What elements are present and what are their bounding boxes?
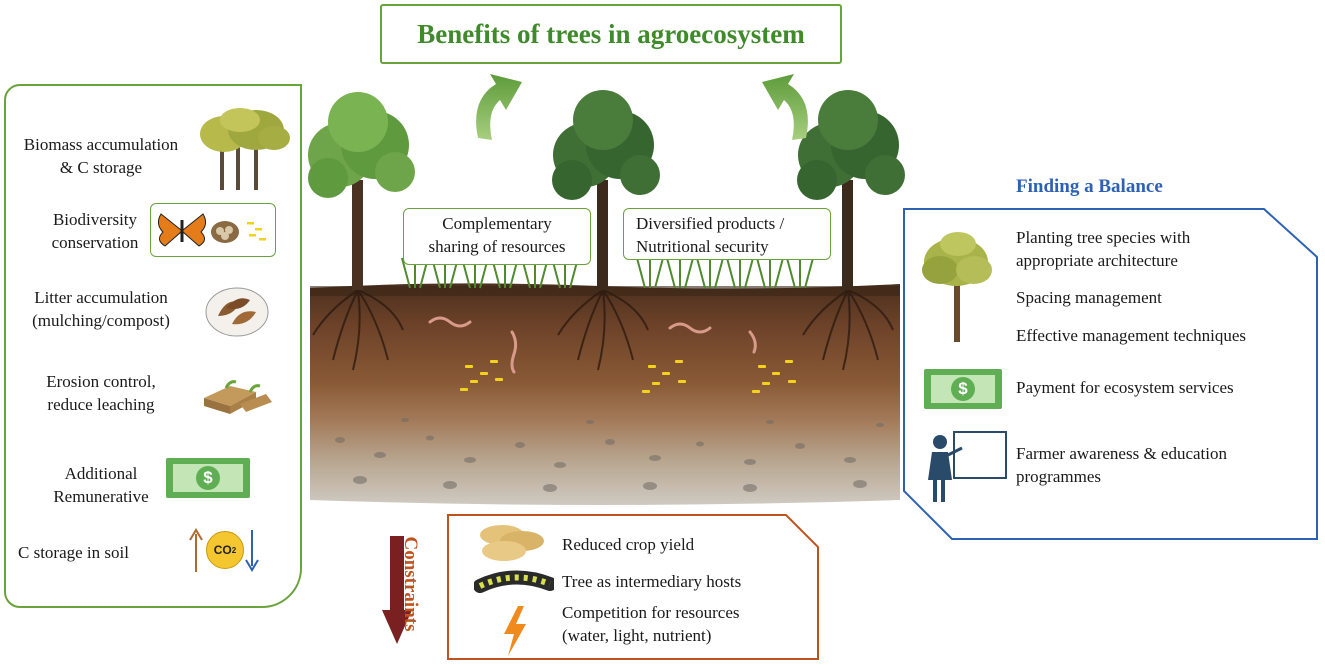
benefit-biomass: Biomass accumulation & C storage bbox=[8, 133, 194, 179]
benefit-line: Additional bbox=[64, 464, 138, 483]
agroforestry-scene bbox=[308, 74, 905, 505]
tree-left bbox=[308, 92, 415, 290]
balance-line: Spacing management bbox=[1016, 288, 1162, 307]
tree-icon bbox=[922, 232, 992, 342]
money-icon: $ bbox=[166, 458, 250, 498]
complementary-sharing-box: Complementary sharing of resources bbox=[403, 208, 591, 265]
constraint-item-yield: Reduced crop yield bbox=[562, 533, 802, 556]
money-symbol: $ bbox=[951, 377, 975, 401]
leaf-litter-icon bbox=[205, 287, 269, 337]
balance-line: Effective management techniques bbox=[1016, 326, 1247, 345]
balance-item-planting: Planting tree species with appropriate a… bbox=[1016, 226, 1306, 272]
constraints-title-wrap: Constraints bbox=[398, 515, 422, 655]
benefit-erosion: Erosion control, reduce leaching bbox=[8, 370, 194, 416]
earthworms bbox=[428, 316, 757, 374]
box-line: Diversified products / bbox=[636, 214, 785, 233]
benefit-line: Biomass accumulation bbox=[23, 135, 179, 154]
constraint-line: Tree as intermediary hosts bbox=[562, 572, 742, 591]
grain-icon bbox=[480, 525, 544, 561]
arrow-up-icon bbox=[189, 528, 203, 572]
benefit-remunerative: Additional Remunerative bbox=[8, 462, 194, 508]
benefit-arrow-right bbox=[762, 74, 808, 140]
benefit-line: C storage in soil bbox=[18, 543, 129, 562]
crop-grass bbox=[401, 254, 814, 289]
tree-right bbox=[797, 90, 905, 290]
benefit-line: conservation bbox=[51, 233, 139, 252]
benefit-line: (mulching/compost) bbox=[32, 311, 170, 330]
balance-line: programmes bbox=[1016, 467, 1101, 486]
money-symbol: $ bbox=[196, 466, 220, 490]
benefit-line: Biodiversity bbox=[52, 210, 138, 229]
teacher-icon bbox=[928, 431, 1007, 502]
benefits-panel bbox=[4, 84, 302, 608]
balance-item-management: Effective management techniques bbox=[1016, 324, 1316, 347]
benefit-soil-carbon: C storage in soil bbox=[18, 541, 188, 564]
benefit-litter: Litter accumulation (mulching/compost) bbox=[8, 286, 194, 332]
benefit-line: Erosion control, bbox=[46, 372, 156, 391]
butterfly-nest-icon bbox=[157, 213, 266, 247]
tree-center bbox=[552, 90, 660, 290]
diversified-products-box: Diversified products / Nutritional secur… bbox=[623, 208, 831, 260]
balance-title: Finding a Balance bbox=[1016, 176, 1163, 197]
title-box: Benefits of trees in agroecosystem bbox=[380, 4, 842, 64]
benefit-line: Remunerative bbox=[53, 487, 149, 506]
constraint-line: Reduced crop yield bbox=[562, 535, 695, 554]
box-line: Nutritional security bbox=[636, 237, 769, 256]
arrow-down-icon bbox=[245, 530, 259, 572]
box-line: sharing of resources bbox=[428, 237, 566, 256]
balance-line: Farmer awareness & education bbox=[1016, 444, 1227, 463]
balance-item-payment: Payment for ecosystem services bbox=[1016, 376, 1306, 399]
tree-roots bbox=[312, 289, 894, 371]
caterpillar-icon bbox=[474, 570, 554, 593]
lightning-icon bbox=[504, 606, 526, 656]
constraint-line: (water, light, nutrient) bbox=[562, 626, 712, 645]
trees-icon bbox=[200, 108, 290, 190]
balance-line: Planting tree species with bbox=[1016, 228, 1191, 247]
constraint-item-competition: Competition for resources (water, light,… bbox=[562, 601, 812, 647]
soil-blocks-icon bbox=[204, 380, 272, 414]
constraints-panel bbox=[447, 514, 819, 660]
balance-item-spacing: Spacing management bbox=[1016, 286, 1306, 309]
constraint-down-arrow bbox=[382, 536, 412, 644]
benefit-arrow-left bbox=[476, 74, 522, 140]
benefit-line: Litter accumulation bbox=[34, 288, 168, 307]
constraint-line: Competition for resources bbox=[562, 603, 740, 622]
co2-label: CO bbox=[213, 543, 232, 557]
balance-line: Payment for ecosystem services bbox=[1016, 378, 1234, 397]
constraints-title: Constraints bbox=[400, 536, 421, 632]
co2-subscript: 2 bbox=[231, 545, 237, 555]
benefit-biodiversity: Biodiversity conservation bbox=[20, 208, 170, 254]
balance-line: appropriate architecture bbox=[1016, 251, 1178, 270]
balance-item-awareness: Farmer awareness & education programmes bbox=[1016, 442, 1306, 488]
constraint-item-hosts: Tree as intermediary hosts bbox=[562, 570, 812, 593]
benefit-line: & C storage bbox=[59, 158, 143, 177]
nutrient-granules bbox=[460, 360, 796, 393]
payment-money-icon: $ bbox=[924, 369, 1002, 409]
diagram-title: Benefits of trees in agroecosystem bbox=[417, 18, 805, 49]
balance-panel bbox=[903, 208, 1318, 540]
benefit-line: reduce leaching bbox=[47, 395, 155, 414]
box-line: Complementary bbox=[442, 214, 552, 233]
biodiversity-icon-box bbox=[150, 203, 276, 257]
